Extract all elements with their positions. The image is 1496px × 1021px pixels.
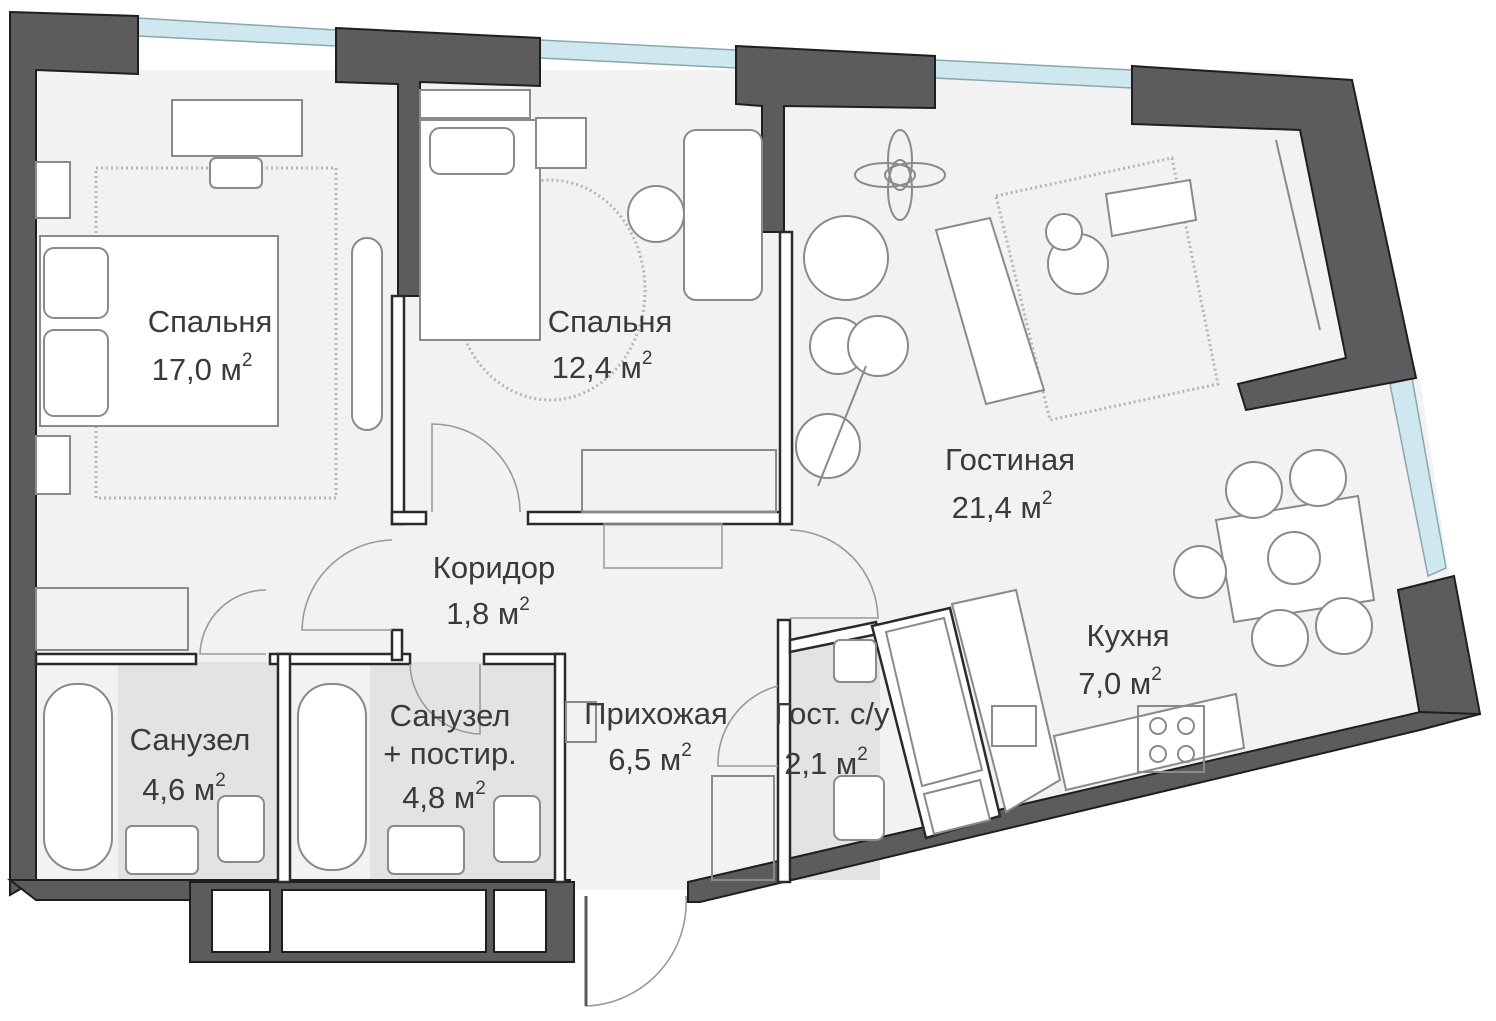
- door-bedroom2: [431, 423, 521, 513]
- dining-chair-1: [1225, 461, 1283, 519]
- shaft-3: [493, 889, 547, 953]
- hall-area: 6,5 м2: [608, 740, 692, 777]
- bedroom2-wardrobe: [581, 449, 777, 513]
- living-sofa: [934, 216, 1046, 406]
- living-plant: [854, 129, 946, 221]
- living-rug: [994, 156, 1220, 422]
- wall-top-right-corner: [1131, 64, 1418, 412]
- kitchen-hob-ring-2: [1177, 717, 1195, 735]
- bedroom2-shelf: [419, 89, 531, 119]
- partition-baths-top-3: [482, 652, 566, 666]
- shaft-1: [211, 889, 271, 953]
- bedroom1-desk: [171, 99, 303, 157]
- bath-wardrobe: [35, 587, 189, 651]
- kitchen-sink: [991, 705, 1037, 747]
- bath2-area: 4,8 м2: [402, 778, 486, 815]
- bedroom2-rug: [453, 178, 647, 402]
- partition-bath1-bath2: [276, 652, 292, 884]
- wall-bottom-right: [687, 710, 1481, 903]
- door-entrance: [585, 895, 687, 1007]
- bedroom1-chair: [209, 157, 263, 189]
- kitchen-fridge: [884, 616, 984, 788]
- living-area: 21,4 м2: [952, 488, 1053, 525]
- bath2-toilet: [493, 795, 541, 863]
- partition-bed2-right: [778, 230, 794, 526]
- bedroom1-area: 17,0 м2: [152, 350, 253, 387]
- partition-bed2-bottom-left: [390, 510, 428, 526]
- bedroom1-nightstand-1: [35, 161, 71, 219]
- corridor-area: 1,8 м2: [446, 594, 530, 631]
- dining-chair-2: [1289, 449, 1347, 507]
- corridor-name: Коридор: [433, 550, 555, 585]
- living-window-sill: [1275, 139, 1321, 331]
- kitchen-counter-left: [950, 588, 1062, 814]
- kitchen-area: 7,0 м2: [1078, 664, 1162, 701]
- partition-bath2-right: [553, 652, 567, 884]
- dining-chair-4: [1315, 597, 1373, 655]
- bath2-name-2: + постир.: [383, 736, 517, 771]
- dining-chair-3: [1251, 609, 1309, 667]
- dining-chair-5: [1173, 545, 1227, 599]
- bedroom2-nightstand: [535, 117, 587, 169]
- kitchen-name: Кухня: [1087, 618, 1170, 653]
- bedroom2-desk: [683, 129, 763, 301]
- bath2-sink: [387, 825, 465, 875]
- corridor-mat: [603, 523, 723, 569]
- bedroom2-name: Спальня: [548, 304, 673, 339]
- bedroom2-chair: [627, 185, 685, 243]
- kitchen-hob-ring-3: [1149, 745, 1167, 763]
- partition-baths-top-2: [268, 652, 412, 666]
- guest-wc-name: Гост. с/у: [774, 696, 890, 731]
- door-bath2: [409, 663, 481, 735]
- living-lamp-base: [795, 413, 861, 479]
- living-lamp-arm: [817, 365, 867, 487]
- hall-wardrobe: [711, 775, 775, 881]
- dining-plate: [1267, 531, 1321, 585]
- partition-bed1-bed2: [390, 294, 406, 526]
- bath1-toilet: [217, 795, 265, 863]
- bedroom1-nightstand-2: [35, 435, 71, 495]
- wc-toilet: [833, 775, 885, 841]
- bath1-name: Санузел: [130, 722, 251, 757]
- bath1-area: 4,6 м2: [142, 770, 226, 807]
- partition-baths-top: [34, 652, 198, 666]
- bath2-tub: [297, 683, 367, 871]
- window-top-mid: [539, 39, 737, 69]
- bedroom1-pillow-1: [43, 247, 109, 319]
- bath1-tub: [43, 683, 113, 871]
- kitchen-hob: [1137, 705, 1205, 773]
- guest-wc-area: 2,1 м2: [784, 744, 868, 781]
- door-living: [789, 529, 879, 619]
- bedroom2-bed: [419, 119, 541, 341]
- partition-bed2-bottom: [526, 510, 792, 526]
- kitchen-cabinet: [922, 778, 992, 836]
- living-armchair-right: [1104, 178, 1198, 238]
- living-armchair-left: [803, 215, 889, 301]
- hall-intercom: [565, 701, 597, 743]
- bedroom1-name: Спальня: [148, 304, 273, 339]
- bedroom1-pillow-2: [43, 329, 109, 417]
- door-bath1: [199, 589, 267, 655]
- bath1-sink: [125, 825, 199, 875]
- living-lamp-table-2: [847, 315, 909, 377]
- living-name: Гостиная: [945, 442, 1075, 477]
- partition-wc-left: [776, 618, 792, 884]
- bedroom2-pillow: [429, 127, 515, 175]
- wc-sink: [833, 639, 877, 683]
- window-top-left: [137, 17, 337, 47]
- hall-name: Прихожая: [584, 696, 728, 731]
- kitchen-counter: [1052, 692, 1246, 792]
- living-side-table: [1045, 213, 1083, 251]
- bath2-name: Санузел: [390, 698, 511, 733]
- door-wc: [717, 685, 779, 767]
- bedroom1-mirror: [351, 237, 383, 431]
- bedroom2-area: 12,4 м2: [552, 348, 653, 385]
- partition-corridor-bath2: [390, 628, 404, 662]
- kitchen-hob-ring-1: [1149, 717, 1167, 735]
- door-corridor-left: [301, 539, 393, 631]
- shaft-2: [281, 889, 487, 953]
- kitchen-hob-ring-4: [1177, 745, 1195, 763]
